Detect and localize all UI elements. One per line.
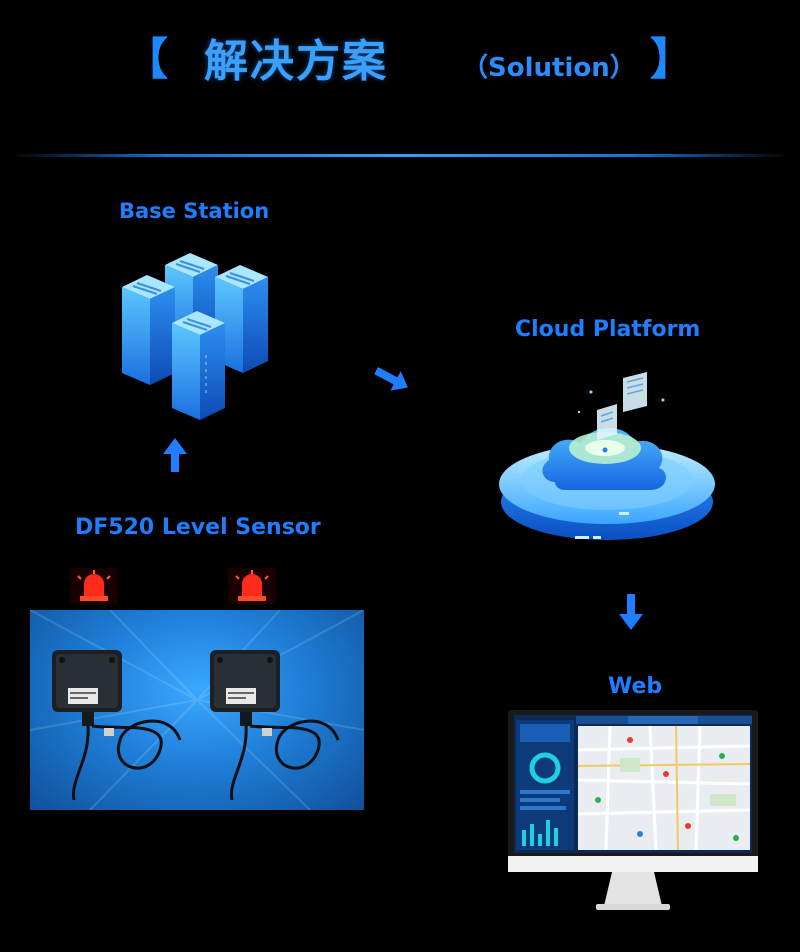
page-title: 解决方案 [204,36,388,87]
title-bracket-right: 】 [650,34,694,85]
page-subtitle: （Solution） [462,53,636,83]
web-label: Web [608,674,663,699]
alarm-light-icon [228,568,276,604]
cloud-platform-label: Cloud Platform [515,317,701,342]
arrow-right-icon [374,367,408,391]
sensor-device [52,650,182,801]
web-dashboard-monitor-icon [508,710,758,910]
sensor-label: DF520 Level Sensor [75,515,321,540]
page-header: 【 解决方案 （Solution） 】 [0,30,800,100]
sensor-device [210,650,340,801]
base-station-label: Base Station [119,199,270,223]
arrow-up-icon [163,438,187,472]
base-station-servers-icon [122,253,268,420]
cloud-platform-icon [499,372,715,540]
sensor-product-image [30,610,364,810]
alarm-light-icon [70,568,118,604]
title-bracket-left: 【 [124,34,168,85]
arrow-down-icon [619,594,643,630]
header-divider [10,154,790,157]
